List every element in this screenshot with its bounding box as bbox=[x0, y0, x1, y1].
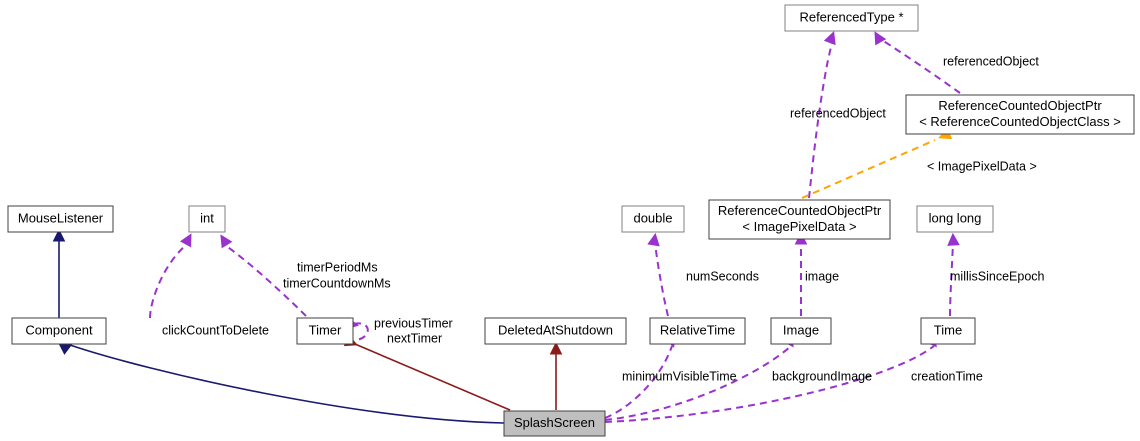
arrowhead-mouselistener bbox=[52, 228, 66, 242]
node-mouse-listener-label-0: MouseListener bbox=[18, 210, 104, 225]
node-reference-counted-object-ptr-class[interactable]: ReferenceCountedObjectPtr< ReferenceCoun… bbox=[905, 94, 1135, 135]
arrowhead-deletedatshutdown bbox=[549, 341, 563, 355]
arrowhead-int-right-shape bbox=[220, 234, 233, 249]
arrowhead-double-shape bbox=[647, 232, 660, 247]
node-double-box[interactable] bbox=[621, 205, 685, 233]
node-reference-counted-object-ptr-imagepixeldata-box[interactable] bbox=[708, 199, 891, 240]
node-reference-counted-object-ptr-imagepixeldata-label-0: ReferenceCountedObjectPtr bbox=[718, 203, 882, 218]
node-int-box[interactable] bbox=[188, 205, 226, 233]
node-time[interactable]: Time bbox=[920, 317, 976, 345]
node-long-long-label-0: long long bbox=[929, 210, 982, 225]
edge-label-previoustimer: previousTimer bbox=[374, 316, 453, 330]
edge-label-referencedobject-right: referencedObject bbox=[943, 54, 1039, 68]
arrowhead-referencedtype-left bbox=[823, 31, 836, 46]
node-relative-time-box[interactable] bbox=[649, 317, 746, 345]
edge-path-previoustimer-nexttimer bbox=[353, 322, 369, 341]
node-relative-time[interactable]: RelativeTime bbox=[649, 317, 746, 345]
arrowhead-double bbox=[647, 232, 660, 247]
node-referenced-type-label-0: ReferencedType * bbox=[799, 9, 903, 24]
node-reference-counted-object-ptr-class-box[interactable] bbox=[905, 94, 1135, 135]
arrowhead-referencedtype-left-shape bbox=[823, 31, 836, 46]
node-deleted-at-shutdown-label-0: DeletedAtShutdown bbox=[498, 322, 613, 337]
edge-path-template-imagepixeldata bbox=[801, 139, 936, 199]
node-mouse-listener[interactable]: MouseListener bbox=[7, 205, 114, 233]
node-timer-box[interactable] bbox=[296, 317, 354, 345]
node-timer-label-0: Timer bbox=[309, 322, 342, 337]
arrowhead-longlong-shape bbox=[947, 232, 960, 246]
arrowhead-int-right bbox=[220, 234, 233, 249]
edge-path-minimumvisibletime bbox=[604, 345, 673, 419]
arrowhead-layer bbox=[52, 31, 960, 355]
edge-path-referencedobject-ipd bbox=[808, 37, 834, 199]
node-image-box[interactable] bbox=[770, 317, 832, 345]
node-component-box[interactable] bbox=[11, 317, 107, 345]
edge-path-clickcounttodelete bbox=[149, 241, 191, 319]
node-component[interactable]: Component bbox=[11, 317, 107, 345]
node-splash-screen[interactable]: SplashScreen bbox=[503, 410, 606, 437]
edge-label-imagepixeldata: < ImagePixelData > bbox=[927, 159, 1037, 173]
node-deleted-at-shutdown[interactable]: DeletedAtShutdown bbox=[484, 317, 627, 345]
node-time-label-0: Time bbox=[934, 322, 962, 337]
edge-path-millissinceepoch bbox=[949, 242, 954, 317]
edge-label-minimumvisibletime: minimumVisibleTime bbox=[622, 369, 737, 383]
edge-label-millissinceepoch: millisSinceEpoch bbox=[950, 269, 1045, 283]
node-image-label-0: Image bbox=[783, 322, 819, 337]
edge-path-timerperiodms bbox=[221, 242, 307, 317]
arrowhead-referencedtype-right bbox=[874, 31, 887, 46]
arrowhead-longlong bbox=[947, 232, 960, 246]
node-component-label-0: Component bbox=[25, 322, 93, 337]
node-timer[interactable]: Timer bbox=[296, 317, 354, 345]
arrowhead-mouselistener-shape bbox=[52, 228, 66, 242]
node-int-label-0: int bbox=[200, 210, 214, 225]
edge-path-creationtime bbox=[604, 345, 935, 423]
node-referenced-type[interactable]: ReferencedType * bbox=[784, 4, 919, 32]
edge-label-layer: referencedObject referencedObject < ImageP… bbox=[162, 54, 1045, 383]
edge-label-timerperiodms: timerPeriodMs bbox=[297, 260, 378, 274]
node-splash-screen-box[interactable] bbox=[503, 410, 606, 437]
node-time-box[interactable] bbox=[920, 317, 976, 345]
edge-label-numseconds: numSeconds bbox=[686, 269, 759, 283]
node-reference-counted-object-ptr-class-label-0: ReferenceCountedObjectPtr bbox=[938, 98, 1102, 113]
edge-label-nexttimer: nextTimer bbox=[387, 331, 442, 345]
edge-label-image: image bbox=[805, 269, 839, 283]
edge-label-referencedobject-mid: referencedObject bbox=[790, 106, 886, 120]
arrowhead-int-left bbox=[179, 233, 192, 248]
node-deleted-at-shutdown-box[interactable] bbox=[484, 317, 627, 345]
edge-label-clickcounttodelete: clickCountToDelete bbox=[162, 323, 269, 337]
edge-label-creationtime: creationTime bbox=[911, 369, 983, 383]
arrowhead-deletedatshutdown-shape bbox=[549, 341, 563, 355]
node-mouse-listener-box[interactable] bbox=[7, 205, 114, 233]
edge-path-splashscreen-component bbox=[69, 344, 505, 424]
node-layer: ReferencedType * ReferenceCountedObjectPt… bbox=[7, 4, 1135, 437]
node-long-long-box[interactable] bbox=[916, 205, 994, 233]
arrowhead-referencedtype-right-shape bbox=[874, 31, 887, 46]
edge-label-backgroundimage: backgroundImage bbox=[772, 369, 872, 383]
node-splash-screen-label-0: SplashScreen bbox=[514, 415, 595, 430]
node-long-long[interactable]: long long bbox=[916, 205, 994, 233]
edge-layer bbox=[58, 37, 961, 424]
node-reference-counted-object-ptr-imagepixeldata-label-1: < ImagePixelData > bbox=[742, 219, 856, 234]
edge-path-splashscreen-timer bbox=[354, 343, 511, 411]
node-int[interactable]: int bbox=[188, 205, 226, 233]
arrowhead-int-left-shape bbox=[179, 233, 192, 248]
edge-path-backgroundimage bbox=[604, 345, 792, 421]
node-reference-counted-object-ptr-imagepixeldata[interactable]: ReferenceCountedObjectPtr< ImagePixelDat… bbox=[708, 199, 891, 240]
node-relative-time-label-0: RelativeTime bbox=[660, 322, 735, 337]
edge-label-timercountdownms: timerCountdownMs bbox=[283, 276, 391, 290]
node-double-label-0: double bbox=[633, 210, 672, 225]
edge-path-numseconds bbox=[654, 242, 669, 317]
node-image[interactable]: Image bbox=[770, 317, 832, 345]
node-reference-counted-object-ptr-class-label-1: < ReferenceCountedObjectClass > bbox=[919, 114, 1121, 129]
node-referenced-type-box[interactable] bbox=[784, 4, 919, 32]
edge-path-referencedobject-class bbox=[881, 39, 961, 94]
node-double[interactable]: double bbox=[621, 205, 685, 233]
